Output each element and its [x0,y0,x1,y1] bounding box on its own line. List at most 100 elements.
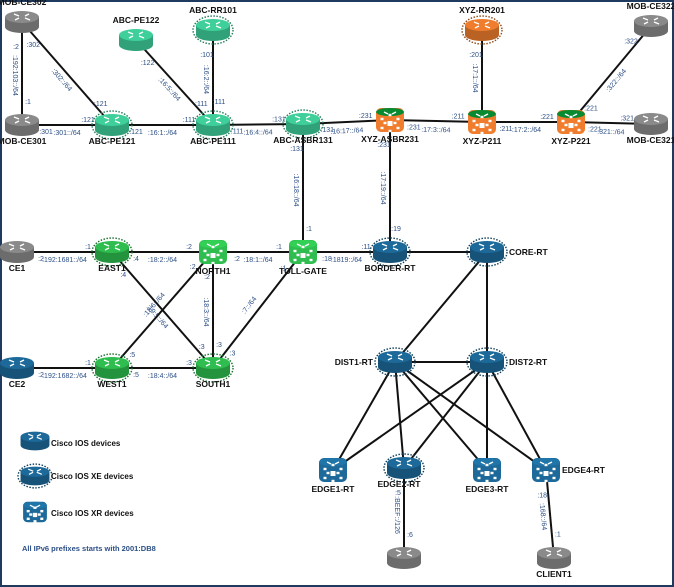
link-line [394,361,405,469]
link-line [332,361,488,471]
router-ce2[interactable]: CE2 [0,357,34,389]
interface-address: :111 [231,129,244,136]
interface-address: :201 [469,52,483,59]
router-mob-ce321[interactable]: MOB-CE321 [627,113,674,145]
link-core-rt-dist1-rt [394,251,488,363]
router-edge2-rt[interactable]: EDGE2-RT [378,453,425,489]
interface-address: :2 [190,264,196,271]
link-prefix: :322::/64 [605,68,628,93]
router-client1[interactable]: CLIENT1 [536,547,572,579]
router-label: EAST1 [98,263,126,273]
ios-router-icon [387,547,421,569]
ios-xe-router-icon [466,347,508,377]
router-label: ABC-PE121 [89,136,136,146]
router-ce1[interactable]: CE1 [0,241,34,273]
interface-address: :1 [25,99,31,106]
router-abc-asbr131[interactable]: ABC-ASBR131 [273,109,333,145]
router-edge3-rt[interactable]: EDGE3-RT [466,458,510,494]
router-label: EDGE4-RT [562,465,606,475]
ios-xe-router-icon [192,110,234,140]
router-xyz-rr201[interactable]: XYZ-RR201 [459,5,505,45]
link-dist1-rt-edge3-rt [394,361,488,471]
interface-address: :111 [213,99,226,106]
router-label: CORE-RT [509,247,549,257]
router-east1[interactable]: EAST1 [91,237,133,273]
router-label: MOB-CE302 [0,0,47,7]
link-xyz-p221-mob-ce322: :322::/64:221:322 [570,25,652,123]
link-prefix: :302::/64 [50,68,73,93]
link-dist2-rt-edge4-rt [486,361,547,471]
ios-xe-router-icon [461,15,503,45]
router-label: EDGE1-RT [312,484,356,494]
router-label: CE1 [9,263,26,273]
link-line [486,361,547,471]
interface-address: :2 [38,256,44,263]
router-edge2-host[interactable] [387,547,421,569]
ios-router-icon [537,547,571,569]
link-north1-toll-gate: :18:1::/64:2:1 [213,244,303,264]
router-edge1-rt[interactable]: EDGE1-RT [312,458,356,494]
interface-address: :302 [26,42,40,49]
link-line [394,361,488,471]
router-label: MOB-CE322 [627,1,674,11]
router-toll-gate[interactable]: TOLL-GATE [279,240,327,276]
router-abc-pe121[interactable]: ABC-PE121 [89,110,136,146]
router-mob-ce322[interactable]: MOB-CE322 [627,1,674,37]
link-line [403,361,488,469]
link-prefix: :18:1::/64 [243,257,272,264]
router-label: EDGE3-RT [466,484,510,494]
link-edge4-rt-client1: :168::/64:18:1 [537,469,561,559]
ios-xr-router-icon [199,240,227,265]
interface-address: :231 [407,125,421,132]
router-abc-pe122[interactable]: ABC-PE122 [113,15,160,51]
interface-address: :231 [359,113,373,120]
interface-address: :5 [133,372,139,379]
router-label: ABC-PE122 [113,15,160,25]
link-prefix: :16:2::/64 [202,65,209,94]
ios-xr-router-icon [473,458,501,483]
router-mob-ce302[interactable]: MOB-CE302 [0,0,47,33]
router-edge4-rt[interactable]: EDGE4-RT [532,458,606,483]
router-border-rt[interactable]: BORDER-RT [365,237,417,273]
ios-router-icon [20,431,50,451]
router-mob-ce301[interactable]: MOB-CE301 [0,114,47,146]
ios-router-icon [0,357,34,379]
router-xyz-asbr231[interactable]: XYZ-ASBR231 [361,108,419,144]
router-xyz-p211[interactable]: XYZ-P211 [463,110,502,146]
link-line [111,251,214,369]
ios-xr-router-icon [319,458,347,483]
link-dist2-rt-edge1-rt [332,361,488,471]
router-dist1-rt[interactable]: DIST1-RT [335,347,416,377]
interface-address: :121 [81,117,95,124]
router-abc-rr101[interactable]: ABC-RR101 [189,5,237,45]
router-north1[interactable]: NORTH1 [196,240,231,276]
ios-xe-router-icon [192,353,234,383]
router-south1[interactable]: SOUTH1 [192,353,234,389]
link-mob-ce302-mob-ce301: :192:103::/64:2:1 [11,22,31,125]
link-line [21,21,113,126]
router-label: DIST2-RT [509,357,548,367]
link-xyz-asbr231-xyz-p211: :17:3::/64:231:211 [389,113,483,134]
link-prefix: :301::/64 [53,130,80,137]
router-label: ABC-ASBR131 [273,135,333,145]
interface-address: :221 [588,127,602,134]
router-abc-pe111[interactable]: ABC-PE111 [190,110,236,146]
interface-address: :322 [624,39,638,46]
router-west1[interactable]: WEST1 [91,353,133,389]
legend-item-xr: Cisco IOS XR devices [23,501,134,523]
router-core-rt[interactable]: CORE-RT [466,237,549,267]
ios-xe-router-icon [282,109,324,139]
link-prefix: :16:5::/64 [157,76,182,102]
interface-address: :2 [204,274,210,281]
legend-label-ios: Cisco IOS devices [51,439,121,448]
ios-xe-router-icon [91,237,133,267]
interface-address: :3 [199,344,205,351]
interface-address: :3 [230,351,236,358]
link-dist2-rt-edge2-rt [403,361,488,469]
router-xyz-p221[interactable]: XYZ-P221 [551,110,591,146]
interface-address: :111 [195,101,208,108]
router-dist2-rt[interactable]: DIST2-RT [466,347,548,377]
interface-address: :211 [452,113,465,120]
